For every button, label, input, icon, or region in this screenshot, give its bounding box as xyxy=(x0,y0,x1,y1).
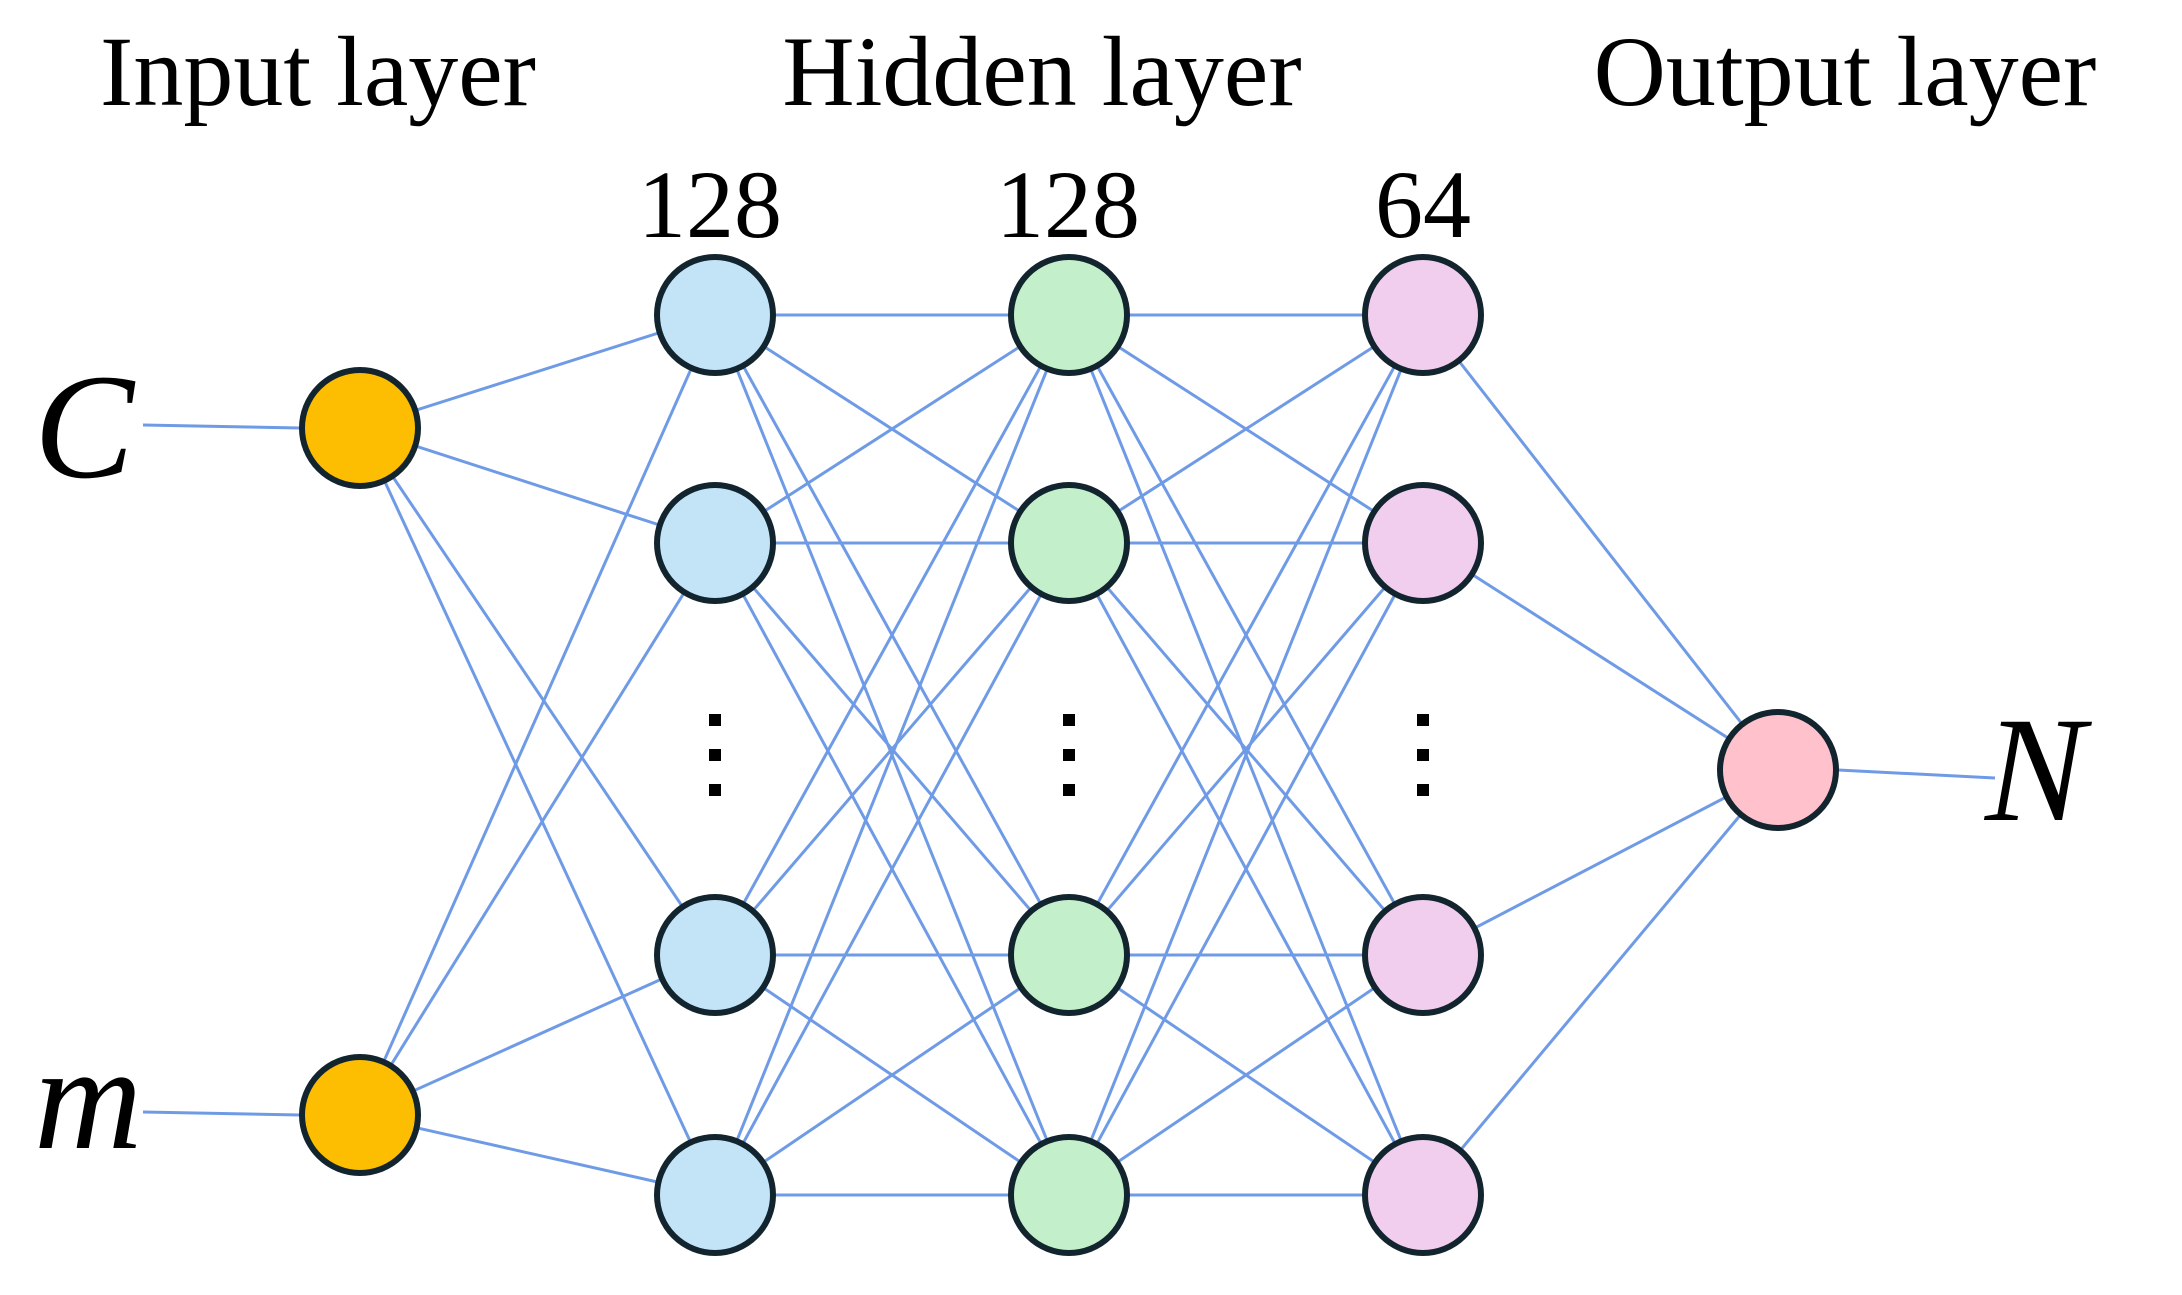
hidden-1-node-3 xyxy=(654,894,776,1016)
hidden-2-node-1 xyxy=(1008,254,1130,376)
edge-hidden-1-4-to-hidden-2-3 xyxy=(714,953,1070,1197)
input-layer-title: Input layer xyxy=(100,16,536,127)
edge-hidden-1-4-to-hidden-2-1 xyxy=(713,314,1071,1196)
output-node-1 xyxy=(1717,709,1839,831)
edge-hidden-3-2-to-output-1 xyxy=(1422,541,1779,772)
input-label-c: C xyxy=(34,344,136,510)
hidden-3-node-4 xyxy=(1362,1134,1484,1256)
hidden-2-node-2 xyxy=(1008,482,1130,604)
hidden-3-node-2 xyxy=(1362,482,1484,604)
edge-input-1-to-hidden-1-3 xyxy=(358,427,717,956)
hidden-layer-title: Hidden layer xyxy=(782,16,1301,127)
edge-hidden-1-3-to-hidden-2-2 xyxy=(713,542,1071,956)
edge-hidden-2-4-to-hidden-3-2 xyxy=(1067,542,1425,1196)
edge-hidden-3-3-to-output-1 xyxy=(1422,768,1779,957)
edge-hidden-1-4-to-hidden-2-2 xyxy=(713,542,1071,1196)
edge-hidden-1-2-to-hidden-2-1 xyxy=(714,313,1070,545)
hidden-3-node-1 xyxy=(1362,254,1484,376)
input-node-1 xyxy=(299,367,421,489)
hidden-layer-1-count: 128 xyxy=(638,151,782,258)
hidden-1-node-4 xyxy=(654,1134,776,1256)
hidden-layer-2-ellipsis xyxy=(1063,714,1075,796)
hidden-layer-2-count: 128 xyxy=(996,151,1140,258)
input-m-line xyxy=(142,1110,301,1117)
edge-input-2-to-hidden-1-2 xyxy=(358,542,717,1116)
output-n-line xyxy=(1837,768,1996,780)
edge-input-1-to-hidden-1-2 xyxy=(359,426,716,545)
input-label-m: m xyxy=(34,1015,142,1181)
hidden-layer-3-count: 64 xyxy=(1375,151,1471,258)
edge-hidden-2-4-to-hidden-3-3 xyxy=(1068,953,1424,1197)
hidden-1-node-1 xyxy=(654,254,776,376)
edge-input-2-to-hidden-1-1 xyxy=(358,314,717,1116)
hidden-1-node-2 xyxy=(654,482,776,604)
input-c-line xyxy=(142,423,301,430)
edge-input-2-to-hidden-1-3 xyxy=(359,953,716,1117)
input-node-2 xyxy=(299,1054,421,1176)
edge-input-1-to-hidden-1-1 xyxy=(359,313,716,430)
neurons xyxy=(299,254,1839,1256)
output-layer-title: Output layer xyxy=(1594,16,2097,127)
hidden-2-node-4 xyxy=(1008,1134,1130,1256)
edge-hidden-3-4-to-output-1 xyxy=(1421,769,1780,1196)
output-label-n: N xyxy=(1983,687,2092,853)
edge-hidden-3-1-to-output-1 xyxy=(1421,314,1780,771)
hidden-layer-3-ellipsis xyxy=(1417,714,1429,796)
hidden-2-node-3 xyxy=(1008,894,1130,1016)
hidden-3-node-3 xyxy=(1362,894,1484,1016)
edge-hidden-2-2-to-hidden-3-1 xyxy=(1068,313,1424,545)
edge-hidden-2-3-to-hidden-3-2 xyxy=(1067,542,1425,956)
edge-input-1-to-hidden-1-4 xyxy=(358,427,717,1196)
edge-hidden-2-4-to-hidden-3-1 xyxy=(1067,314,1425,1196)
edge-hidden-1-3-to-hidden-2-1 xyxy=(713,314,1071,956)
edge-hidden-2-3-to-hidden-3-1 xyxy=(1067,314,1425,956)
hidden-layer-1-ellipsis xyxy=(709,714,721,796)
